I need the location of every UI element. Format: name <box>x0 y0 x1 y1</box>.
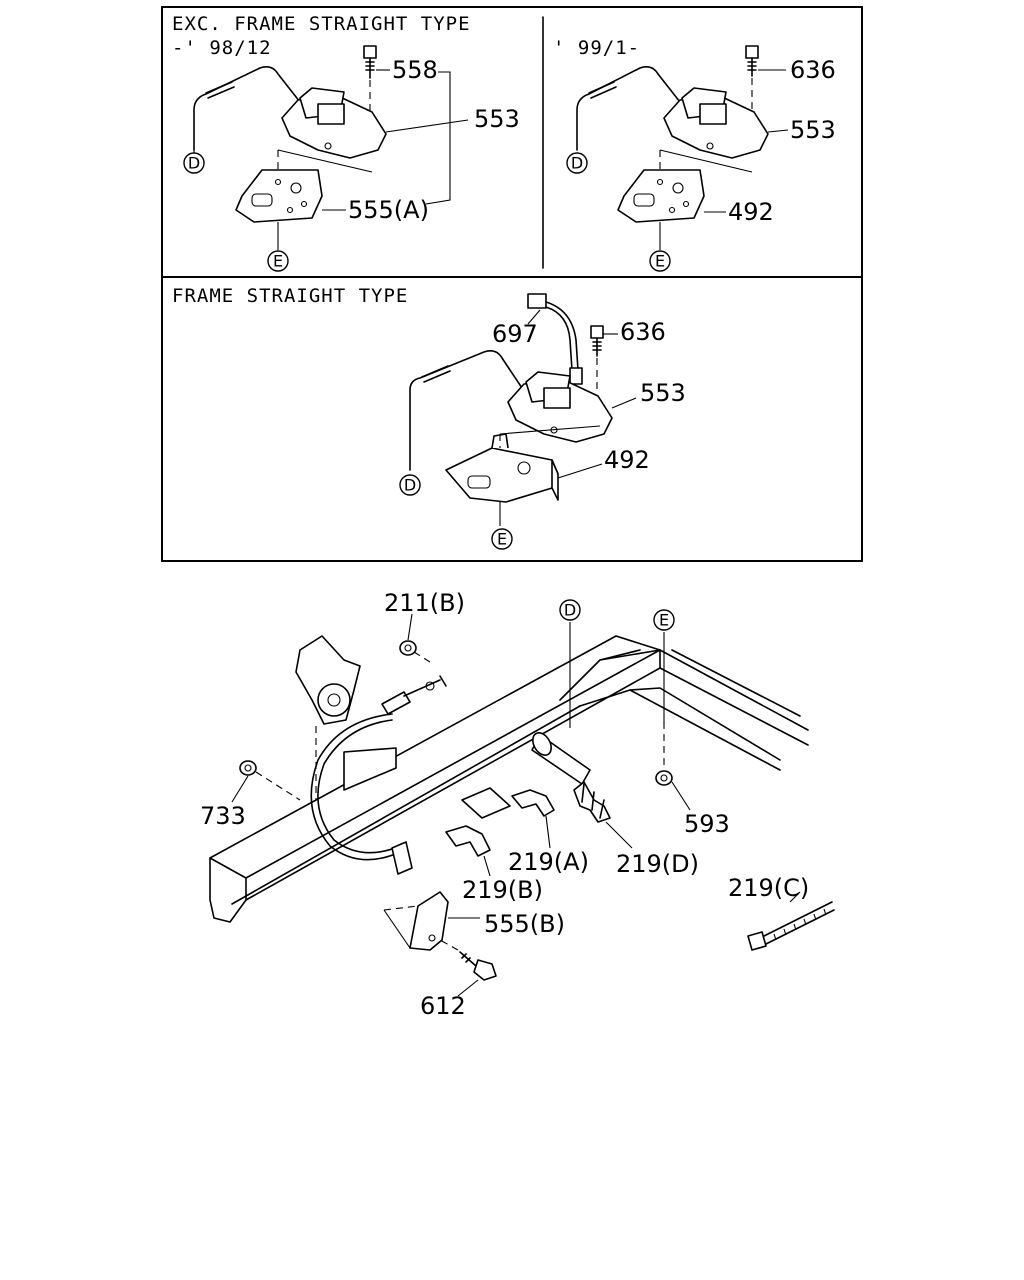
b-marker-e-text: E <box>659 611 669 630</box>
tr-marker-e-text: E <box>655 252 665 271</box>
b-label-733: 733 <box>200 802 246 830</box>
tl-bolt-558 <box>363 45 377 112</box>
tl-marker-e <box>267 250 289 272</box>
m-cable <box>409 350 523 471</box>
m-bracket-492 <box>445 433 559 503</box>
tr-label-553: 553 <box>790 116 836 144</box>
bolt-612 <box>439 939 497 981</box>
b-label-219c: 219(C) <box>728 874 809 902</box>
clip-219b <box>445 825 491 857</box>
panel-middle: FRAME STRAIGHT TYPE <box>172 285 686 550</box>
lever-assembly <box>295 635 397 800</box>
m-marker-d <box>399 474 421 496</box>
control-cable <box>310 713 401 861</box>
tl-label-553: 553 <box>474 105 520 133</box>
cable-end <box>381 675 447 715</box>
tr-marker-e <box>649 250 671 272</box>
tr-bracket-492 <box>617 169 705 223</box>
tl-cable-sleeve <box>205 81 235 99</box>
lower-assembly: D E 211(B) 733 593 219(A) 219(D) 219(B) … <box>200 589 835 1020</box>
tl-bracket-555a <box>235 169 323 223</box>
m-label-492: 492 <box>604 446 650 474</box>
m-actuator-553 <box>507 371 613 443</box>
m-label-553: 553 <box>640 379 686 407</box>
m-marker-e-text: E <box>497 530 507 549</box>
tr-cable <box>576 66 681 151</box>
clip-219a-plate <box>461 787 511 819</box>
b-label-612: 612 <box>420 992 466 1020</box>
b-label-211b: 211(B) <box>384 589 465 617</box>
m-bolt-636 <box>590 325 604 392</box>
tr-label-492: 492 <box>728 198 774 226</box>
nut-593 <box>655 722 673 786</box>
tr-bolt-636 <box>745 45 759 110</box>
nut-211b <box>399 640 431 663</box>
cross-member <box>559 649 809 771</box>
m-marker-d-text: D <box>404 476 416 495</box>
panel-top-left-heading-2: -' 98/12 <box>172 37 272 59</box>
cable-tie-219c <box>747 901 835 951</box>
tr-actuator-553 <box>663 87 769 159</box>
m-connector-697 <box>527 293 583 385</box>
upper-frame <box>161 6 863 562</box>
clip-219d <box>573 781 611 823</box>
b-marker-d <box>559 599 581 621</box>
b-marker-e <box>653 609 675 631</box>
panel-middle-heading: FRAME STRAIGHT TYPE <box>172 285 408 307</box>
tr-marker-d-text: D <box>571 154 583 173</box>
b-label-219b: 219(B) <box>462 876 543 904</box>
b-marker-d-text: D <box>564 601 576 620</box>
panel-top-left-heading-1: EXC. FRAME STRAIGHT TYPE <box>172 13 471 35</box>
m-label-636: 636 <box>620 318 666 346</box>
tl-marker-d <box>183 152 205 174</box>
b-label-593: 593 <box>684 810 730 838</box>
b-label-219a: 219(A) <box>508 848 589 876</box>
tl-marker-e-text: E <box>273 252 283 271</box>
m-marker-e <box>491 528 513 550</box>
bracket-555b <box>383 891 449 951</box>
tl-label-558: 558 <box>392 56 438 84</box>
tr-marker-d <box>566 152 588 174</box>
panel-top-left: EXC. FRAME STRAIGHT TYPE -' 98/12 <box>172 13 520 272</box>
tl-cable <box>193 66 301 151</box>
panel-top-right: ' 99/1- 636 553 492 <box>553 37 836 272</box>
tl-actuator-553 <box>281 87 387 159</box>
tl-label-555a: 555(A) <box>348 196 429 224</box>
b-label-555b: 555(B) <box>484 910 565 938</box>
frame-rail <box>209 635 661 923</box>
m-label-697: 697 <box>492 320 538 348</box>
tr-label-636: 636 <box>790 56 836 84</box>
rail-bracket <box>391 841 413 875</box>
b-label-219d: 219(D) <box>616 850 699 878</box>
nut-733 <box>239 760 301 801</box>
clip-219a <box>511 789 555 817</box>
tl-marker-d-text: D <box>188 154 200 173</box>
panel-top-right-heading: ' 99/1- <box>553 37 640 59</box>
